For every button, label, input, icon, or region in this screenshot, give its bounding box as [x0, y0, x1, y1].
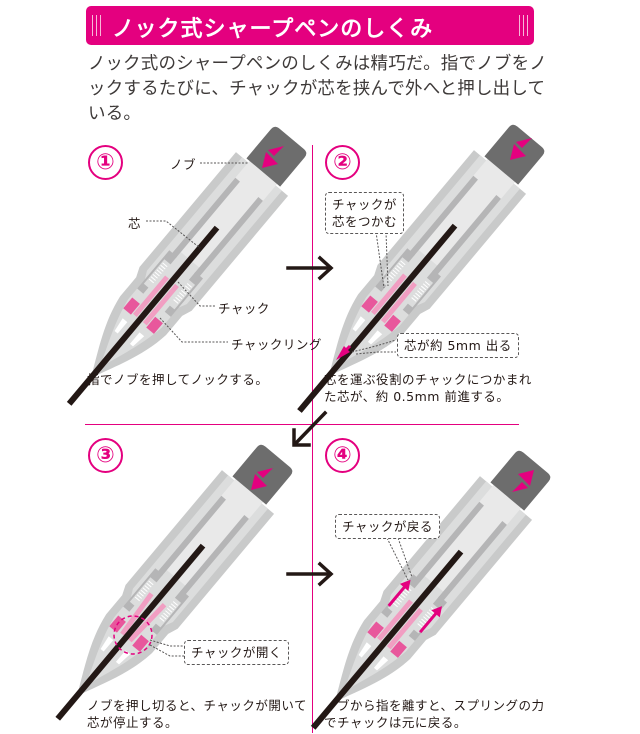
caption-line: 芯を運ぶ役割のチャックにつかまれ	[324, 372, 532, 387]
callout-text: 芯をつかむ	[332, 214, 398, 229]
step-caption-3: ノブを押し切ると、チャックが開いて 芯が停止する。	[87, 697, 307, 731]
highlight-circle	[113, 615, 153, 655]
lead-advance-arrow-icon	[336, 344, 352, 360]
label-knob: ノブ	[170, 157, 197, 172]
press-arrow-icon	[251, 468, 273, 490]
label-chuck: チャック	[218, 301, 270, 316]
leader-lines	[351, 231, 397, 355]
release-arrow-icon	[512, 470, 534, 492]
leader-lines	[386, 537, 413, 581]
press-arrow-icon	[510, 138, 532, 160]
decorative-bars-icon	[519, 15, 528, 36]
step-caption-2: 芯を運ぶ役割のチャックにつかまれ た芯が、約 0.5mm 前進する。	[324, 371, 532, 405]
step-caption-1: 指でノブを押してノックする。	[87, 372, 269, 387]
leader-lines	[146, 162, 248, 343]
spring-return-arrow-icon	[387, 579, 442, 634]
caption-line: でチャックは元に戻る。	[324, 715, 467, 730]
step-number-4: ④	[325, 438, 360, 473]
right-arrow-icon	[286, 561, 334, 587]
caption-line: ノブから指を離すと、スプリングの力	[324, 698, 545, 713]
callout-chuck-returns: チャックが戻る	[335, 514, 440, 539]
decorative-bars-icon	[92, 15, 101, 36]
leader-lines	[149, 639, 184, 657]
callout-chuck-grips: チャックが 芯をつかむ	[325, 192, 405, 234]
callout-chuck-opens: チャックが開く	[184, 640, 289, 665]
callout-text: チャックが	[332, 197, 397, 212]
intro-text: ノック式のシャープペンのしくみは精巧だ。指でノブをノックするたびに、チャックが芯…	[88, 54, 547, 124]
step-caption-4: ノブから指を離すと、スプリングの力 でチャックは元に戻る。	[324, 697, 545, 731]
caption-line: た芯が、約 0.5mm 前進する。	[324, 389, 510, 404]
label-lead: 芯	[128, 216, 142, 231]
step-number-1: ①	[88, 145, 123, 180]
label-chuck-ring: チャックリング	[231, 337, 322, 352]
caption-line: ノブを押し切ると、チャックが開いて	[87, 698, 308, 713]
title-banner: ノック式シャープペンのしくみ	[86, 6, 534, 45]
horizontal-divider	[85, 424, 519, 425]
vertical-divider	[312, 145, 313, 733]
right-arrow-icon	[286, 255, 334, 281]
step-number-3: ③	[88, 438, 123, 473]
step-number-2: ②	[325, 145, 360, 180]
press-arrow-icon	[262, 146, 284, 168]
page-title: ノック式シャープペンのしくみ	[112, 17, 434, 42]
caption-line: 芯が停止する。	[87, 715, 179, 730]
callout-lead-advance: 芯が約 5mm 出る	[397, 333, 519, 358]
